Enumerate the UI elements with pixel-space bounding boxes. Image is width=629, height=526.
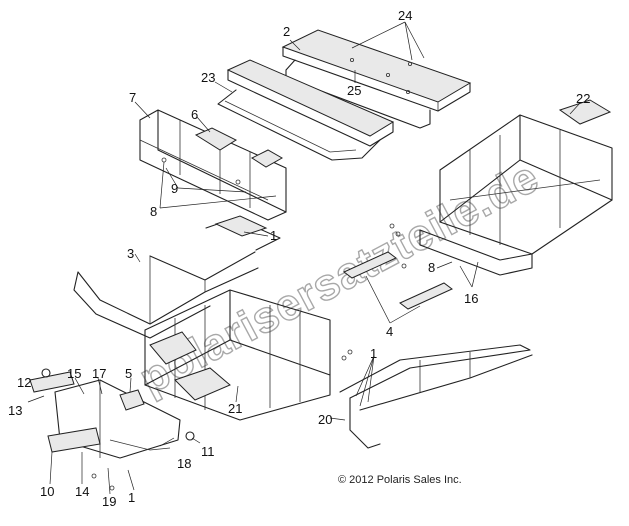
lower-rail [339,344,533,449]
callout-23: 23 [201,70,215,85]
rear-upper-frame [139,109,287,221]
callout-1-cargo: 1 [270,228,277,243]
callout-4: 4 [386,324,393,339]
callout-1-bumper: 1 [128,490,135,505]
callout-22: 22 [576,91,590,106]
watermark-text: polarisersatzteile.de [132,152,547,404]
callout-11: 11 [201,444,215,459]
front-frame [144,289,331,421]
front-bumper [29,368,195,459]
main-rear-frame [419,99,613,276]
callout-12: 12 [17,375,31,390]
callout-6: 6 [191,107,198,122]
callout-10: 10 [40,484,54,499]
callout-9: 9 [171,181,178,196]
hardware-fasteners [91,223,407,491]
callout-14: 14 [75,484,89,499]
callout-18: 18 [177,456,191,471]
callout-25: 25 [347,83,361,98]
callout-7: 7 [129,90,136,105]
cargo-bed-rail [73,215,281,339]
callout-15: 15 [67,366,81,381]
leader-lines [27,21,581,495]
callout-3: 3 [127,246,134,261]
callout-8-right: 8 [428,260,435,275]
copyright-text: © 2012 Polaris Sales Inc. [338,474,462,486]
callout-1-lower: 1 [370,346,377,361]
seat-frame-panel [217,59,395,161]
callout-20: 20 [318,412,332,427]
callout-19: 19 [102,494,116,509]
callout-labels: 24 2 25 23 7 6 22 9 8 1 3 8 16 4 1 12 15… [8,8,590,509]
callout-21: 21 [228,401,242,416]
callout-13: 13 [8,403,22,418]
callout-8-upper: 8 [150,204,157,219]
callout-16: 16 [464,291,478,306]
side-plates [343,251,453,310]
top-rail-panel [281,29,472,129]
callout-2: 2 [283,24,290,39]
callout-5: 5 [125,366,132,381]
callout-17: 17 [92,366,106,381]
callout-24: 24 [398,8,412,23]
